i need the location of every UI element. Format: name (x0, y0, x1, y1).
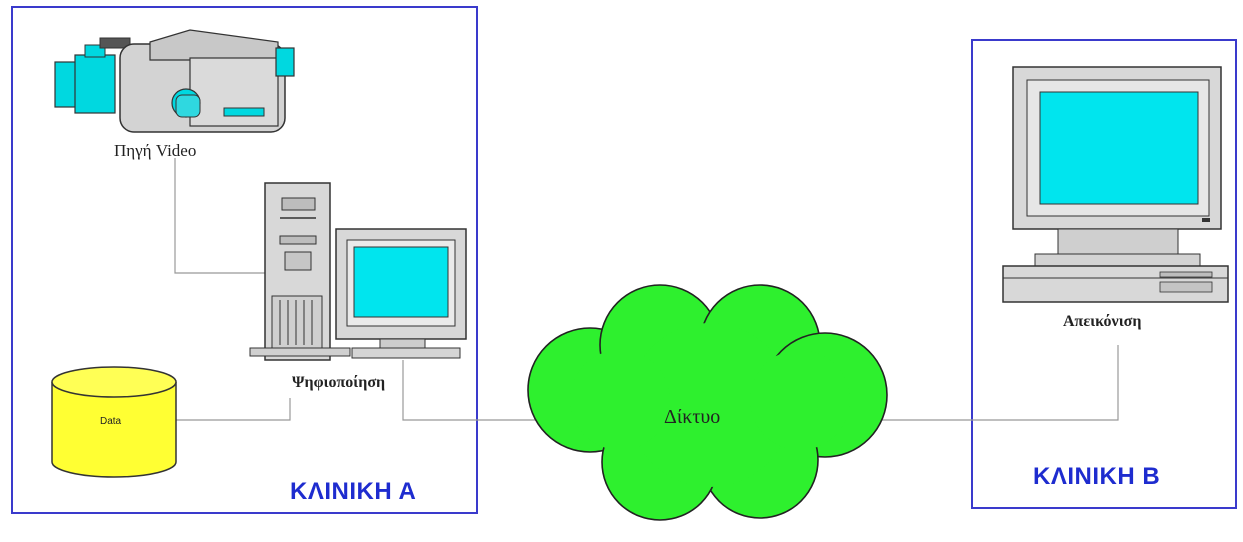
video-source-label: Πηγή Video (114, 141, 197, 160)
database-label: Data (100, 416, 122, 427)
clinic-b-computer-icon (1002, 66, 1229, 303)
pc-to-network-line (402, 360, 540, 421)
network-to-display-line (868, 345, 1119, 421)
clinic-b-frame (971, 39, 1237, 509)
clinic-a-title: ΚΛΙΝΙΚΗ Α (290, 478, 417, 505)
network-label: Δίκτυο (664, 406, 721, 428)
clinic-b-title: ΚΛΙΝΙΚΗ Β (1033, 463, 1161, 490)
video-camera-icon (54, 29, 295, 133)
data-to-pc-line (175, 398, 291, 421)
digitization-label: Ψηφιοποίηση (292, 374, 386, 391)
connectors (174, 158, 1119, 421)
database-icon (51, 366, 177, 478)
display-label: Απεικόνιση (1063, 313, 1142, 330)
video-to-pc-line (174, 158, 270, 274)
clinic-a-monitor-icon (335, 228, 467, 359)
clinic-a-frame (11, 6, 478, 514)
desktop-tower-icon (249, 182, 351, 361)
